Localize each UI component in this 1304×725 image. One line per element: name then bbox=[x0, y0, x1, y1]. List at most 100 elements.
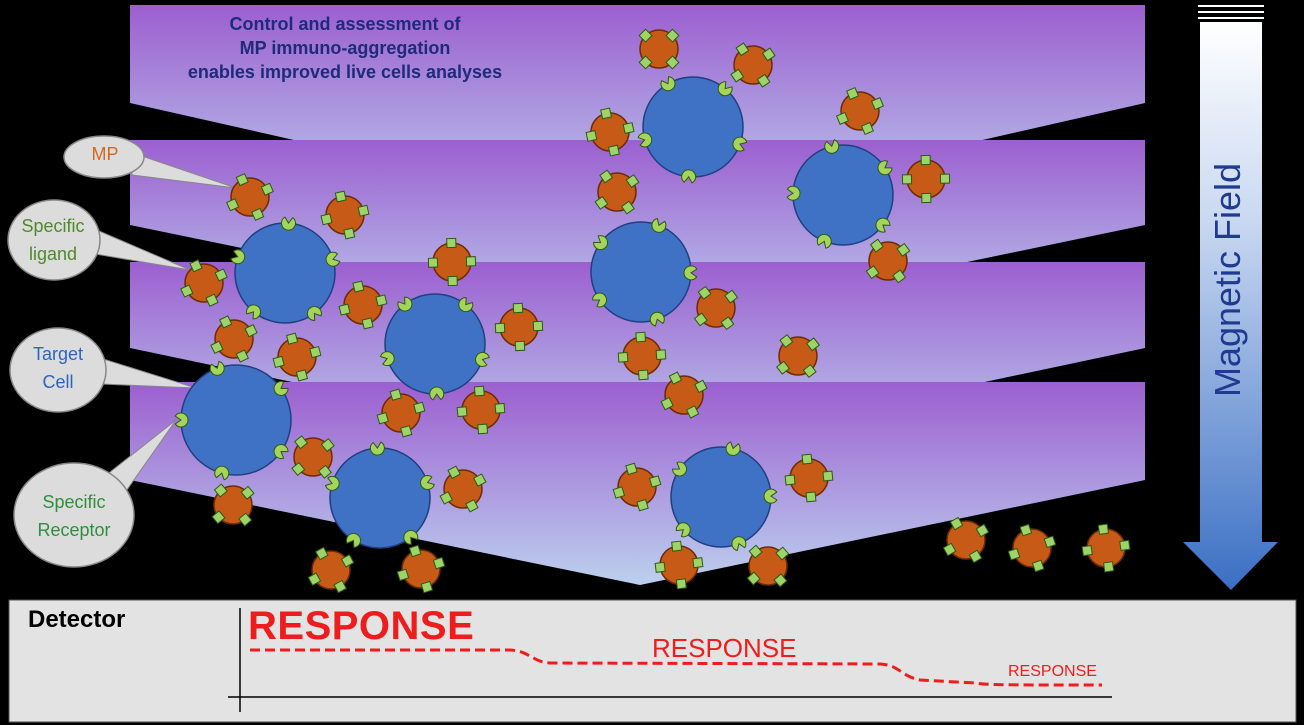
ligand-icon bbox=[675, 578, 687, 590]
ligand-icon bbox=[746, 571, 761, 586]
ligand-icon bbox=[320, 213, 333, 226]
receptor-icon bbox=[458, 297, 474, 313]
magnetic-particle bbox=[776, 334, 820, 378]
ligand-icon bbox=[802, 363, 817, 378]
ligand-icon bbox=[512, 302, 524, 314]
magnetic-particle bbox=[654, 540, 704, 590]
receptor-icon bbox=[397, 296, 413, 312]
ligand-icon bbox=[892, 269, 907, 284]
mp-callout bbox=[63, 135, 145, 179]
receptor-icon bbox=[683, 265, 698, 281]
receptor-callout bbox=[13, 462, 135, 568]
ligand-icon bbox=[447, 465, 461, 479]
ligand-icon bbox=[635, 331, 647, 343]
ligand-icon bbox=[1119, 539, 1131, 552]
ligand-icon bbox=[801, 453, 813, 465]
magnetic-particle bbox=[638, 28, 680, 70]
magnetic-particle bbox=[942, 516, 990, 564]
receptor-icon bbox=[717, 81, 733, 97]
ligand-icon bbox=[375, 294, 388, 307]
ligand-icon bbox=[285, 332, 299, 345]
ligand-icon bbox=[446, 237, 457, 249]
ligand-icon bbox=[779, 334, 794, 349]
ligand-icon bbox=[260, 182, 274, 196]
magnetic-particle bbox=[730, 42, 776, 88]
ligand-icon bbox=[1007, 547, 1021, 561]
ligand-icon bbox=[692, 557, 704, 569]
ligand-icon bbox=[307, 572, 322, 587]
receptor-icon bbox=[649, 311, 665, 327]
ligand-icon bbox=[317, 464, 332, 479]
ligand-icon bbox=[251, 207, 265, 221]
ligand-icon bbox=[600, 107, 612, 120]
magnetic-particle bbox=[211, 483, 255, 527]
ligand-icon bbox=[447, 275, 458, 287]
ligand-icon bbox=[514, 340, 526, 352]
magnetic-particle bbox=[594, 169, 640, 215]
ligand-icon bbox=[773, 573, 788, 588]
magnetic-particle bbox=[660, 371, 708, 419]
receptor-icon bbox=[675, 522, 691, 538]
response-curve bbox=[250, 648, 1103, 687]
ligand-icon bbox=[637, 369, 649, 381]
ligand-icon bbox=[949, 516, 964, 531]
ligand-icon bbox=[439, 491, 453, 505]
receptor-icon bbox=[230, 249, 246, 265]
ligand-icon bbox=[805, 491, 817, 503]
ligand-icon bbox=[334, 190, 347, 203]
magnetic-particle bbox=[456, 385, 506, 435]
magnetic-particle bbox=[427, 237, 477, 287]
ligand-icon bbox=[465, 499, 479, 513]
ligand-icon bbox=[333, 579, 348, 594]
ligand-icon bbox=[400, 425, 413, 438]
magnetic-particles bbox=[180, 28, 1131, 594]
receptor-icon bbox=[306, 306, 322, 321]
receptor-icon bbox=[429, 386, 445, 401]
ligand-icon bbox=[494, 322, 506, 334]
magnetic-particle bbox=[494, 302, 544, 352]
arrow-body bbox=[1183, 22, 1278, 590]
diagram-title: Control and assessment of MP immuno-aggr… bbox=[150, 12, 540, 84]
ligand-icon bbox=[665, 28, 680, 43]
ligand-icon bbox=[408, 544, 422, 558]
ligand-icon bbox=[465, 256, 477, 267]
receptor-icon bbox=[731, 536, 747, 552]
title-line-2: MP immuno-aggregation bbox=[239, 38, 451, 58]
target-cells bbox=[180, 76, 894, 549]
ligand-icon bbox=[638, 28, 653, 43]
cell-receptors bbox=[174, 76, 893, 552]
ligand-icon bbox=[612, 486, 626, 499]
receptor-icon bbox=[593, 235, 608, 251]
ligand-icon bbox=[761, 47, 776, 62]
magnetic-particle bbox=[376, 388, 426, 438]
receptor-icon bbox=[681, 169, 697, 184]
ligand-icon bbox=[427, 257, 439, 268]
ligand-icon bbox=[456, 406, 468, 418]
detector-label: Detector bbox=[28, 606, 126, 633]
ligand-icon bbox=[694, 379, 708, 394]
ligand-icon bbox=[1043, 535, 1057, 549]
ligand-icon bbox=[272, 355, 285, 369]
ligand-icon bbox=[244, 323, 258, 338]
magnetic-particle bbox=[396, 544, 446, 594]
ligand-icon bbox=[1081, 544, 1093, 557]
magnetic-particle bbox=[439, 465, 487, 513]
ligand-icon bbox=[805, 337, 820, 352]
ligand-icon bbox=[625, 174, 640, 189]
ligand-icon bbox=[314, 546, 329, 561]
receptor-icon bbox=[763, 488, 778, 504]
band-1 bbox=[130, 5, 1145, 218]
ligand-icon bbox=[213, 483, 228, 498]
receptor-icon bbox=[273, 380, 289, 396]
target-cell bbox=[590, 221, 692, 323]
response-low: RESPONSE bbox=[1008, 663, 1097, 680]
ligand-icon bbox=[396, 568, 410, 582]
target-callout-pointer bbox=[99, 357, 197, 389]
ligand-callout bbox=[7, 199, 101, 281]
ligand-icon bbox=[361, 317, 374, 330]
ligand-icon bbox=[214, 268, 228, 282]
ligand-icon bbox=[724, 289, 739, 304]
receptor-icon bbox=[209, 360, 225, 376]
ligand-icon bbox=[235, 349, 250, 363]
ligand-icon bbox=[846, 86, 860, 101]
